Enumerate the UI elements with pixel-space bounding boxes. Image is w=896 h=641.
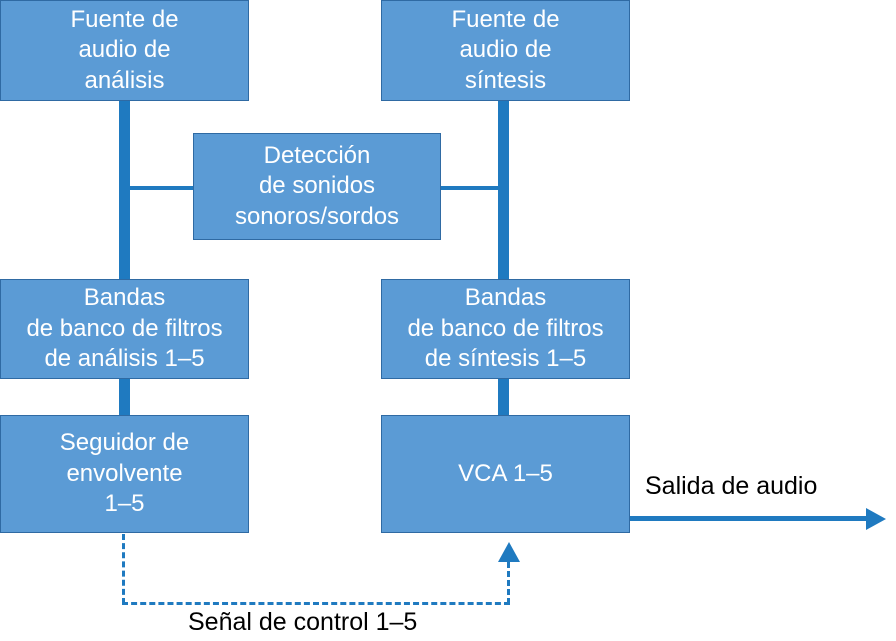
node-envelope-follower[interactable]: Seguidor de envolvente 1–5 <box>0 415 249 533</box>
connector-filterbank-to-envelope <box>119 378 130 416</box>
connector-detection-left <box>124 186 194 190</box>
node-analysis-filter-bank-bands[interactable]: Bandas de banco de filtros de análisis 1… <box>0 279 249 379</box>
connector-filterbank-to-vca <box>498 378 509 416</box>
control-signal-dashed-up <box>507 562 510 604</box>
audio-output-arrowhead <box>866 508 886 530</box>
node-analysis-audio-source[interactable]: Fuente de audio de análisis <box>0 0 249 101</box>
node-vca[interactable]: VCA 1–5 <box>381 415 630 533</box>
label-control-signal: Señal de control 1–5 <box>188 608 418 636</box>
node-synthesis-filter-bank-bands[interactable]: Bandas de banco de filtros de síntesis 1… <box>381 279 630 379</box>
node-synthesis-audio-source[interactable]: Fuente de audio de síntesis <box>381 0 630 101</box>
control-signal-arrowhead <box>498 542 520 562</box>
control-signal-dashed-down <box>122 534 125 604</box>
node-voiced-unvoiced-detection[interactable]: Detección de sonidos sonoros/sordos <box>193 133 441 240</box>
connector-analysis-source-to-filterbank <box>119 100 130 280</box>
connector-audio-output-line <box>630 516 870 521</box>
connector-detection-right <box>440 186 504 190</box>
control-signal-dashed-across <box>122 602 510 605</box>
connector-synthesis-source-to-filterbank <box>498 100 509 280</box>
label-audio-output: Salida de audio <box>645 472 818 500</box>
